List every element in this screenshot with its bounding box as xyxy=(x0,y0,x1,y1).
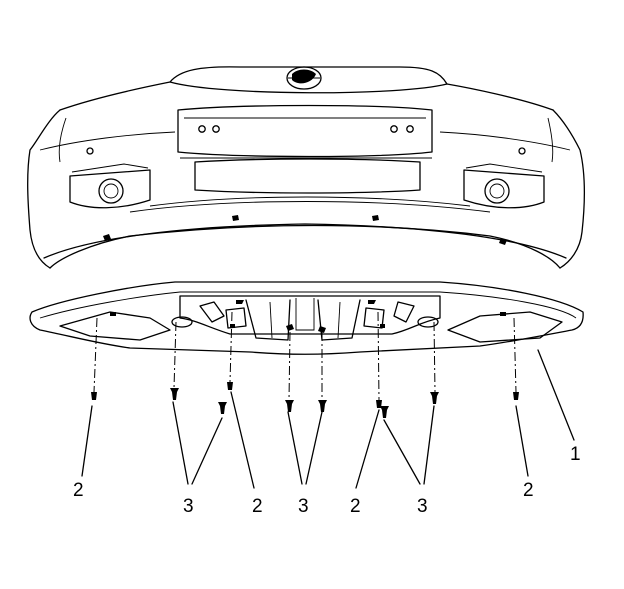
fastener-centerlines xyxy=(93,311,517,401)
bolt-icon xyxy=(227,382,233,390)
fasteners xyxy=(91,382,519,418)
clip-icon xyxy=(285,400,294,412)
front-bumper-fascia xyxy=(27,66,586,269)
callout-2-right: 2 xyxy=(523,480,534,501)
callout-3-left: 3 xyxy=(183,496,194,517)
front-bumper-shield xyxy=(29,281,584,355)
clip-icon xyxy=(318,400,327,412)
clip-icon xyxy=(218,402,227,414)
callout-2-center-right: 2 xyxy=(350,496,361,517)
callout-2-left: 2 xyxy=(73,480,84,501)
clip-icon xyxy=(430,392,439,404)
leader-lines xyxy=(81,349,575,489)
bolt-icon xyxy=(91,392,97,400)
callout-2-center-left: 2 xyxy=(252,496,263,517)
callout-3-right: 3 xyxy=(417,496,428,517)
bolt-icon xyxy=(513,392,519,400)
clip-icon xyxy=(380,406,389,418)
clip-icon xyxy=(170,388,179,400)
callout-3-center: 3 xyxy=(298,496,309,517)
callout-1: 1 xyxy=(570,444,581,465)
callout-labels: 1 2 3 2 3 2 3 2 xyxy=(73,444,581,517)
